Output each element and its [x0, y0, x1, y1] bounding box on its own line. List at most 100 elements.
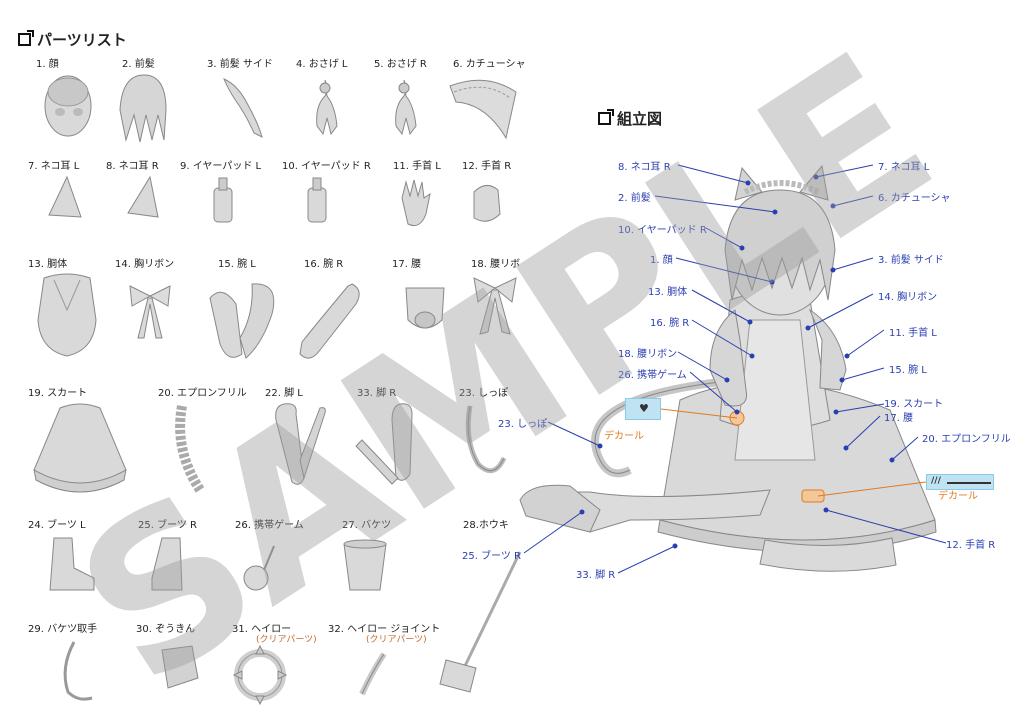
- part-bucket-image: [343, 539, 387, 591]
- part-face-image: [44, 75, 92, 137]
- callout-earpad-r: 10. イヤーパッド R: [618, 225, 707, 236]
- part-label-1: 1. 顔: [36, 59, 59, 70]
- callout-apron-frill: 20. エプロンフリル: [922, 434, 1011, 445]
- part-label-11: 11. 手首 L: [393, 161, 441, 172]
- part-label-24: 24. ブーツ L: [28, 520, 86, 531]
- part-apron-frill-image: [175, 405, 205, 493]
- part-cat-ear-l-image: [48, 175, 82, 218]
- part-leg-r-image: [355, 403, 413, 485]
- part-skirt-image: [33, 403, 127, 493]
- part-side-bangs-image: [223, 78, 263, 138]
- part-label-25: 25. ブーツ R: [138, 520, 198, 531]
- part-label-19: 19. スカート: [28, 388, 88, 399]
- callout-waist-ribbon: 18. 腰リボン: [618, 349, 678, 360]
- assembled-figure-image: [519, 164, 937, 572]
- part-label-28: 28.ホウキ: [463, 520, 509, 531]
- part-label-31: 31. ヘイロー: [232, 624, 292, 635]
- callout-arm-l: 15. 腕 L: [889, 365, 927, 376]
- part-halo-joint-image: [359, 652, 387, 696]
- callout-boot-r: 25. ブーツ R: [462, 551, 522, 562]
- callout-chest-ribbon: 14. 胸リボン: [878, 292, 938, 303]
- stripe-decal-icon: ///: [931, 476, 941, 486]
- callout-cat-ear-l: 7. ネコ耳 L: [878, 162, 930, 173]
- callout-skirt: 19. スカート: [884, 399, 944, 410]
- part-braid-r-image: [395, 79, 417, 136]
- part-wrist-r-image: [473, 185, 501, 222]
- checkbox-square-icon: [18, 30, 34, 46]
- part-label-5: 5. おさげ R: [374, 59, 427, 70]
- part-broom-image: [439, 551, 522, 693]
- part-label-26: 26. 携帯ゲーム: [235, 520, 304, 531]
- callout-leg-r: 33. 脚 R: [576, 570, 616, 581]
- callout-side-bangs: 3. 前髪 サイド: [878, 255, 944, 266]
- part-label-27: 27. バケツ: [342, 520, 392, 531]
- assembly-title: 組立図: [598, 108, 662, 129]
- part-label-29: 29. バケツ取手: [28, 624, 98, 635]
- part-wrist-l-image: [401, 179, 431, 227]
- part-earpad-r-image: [307, 177, 327, 223]
- part-waist-image: [405, 287, 445, 329]
- part-leg-l-image: [275, 403, 326, 485]
- part-headband-image: [449, 79, 517, 140]
- callout-wrist-l: 11. 手首 L: [889, 328, 937, 339]
- part-bucket-handle-image: [63, 641, 93, 701]
- part-label-18: 18. 腰リボ: [471, 259, 521, 270]
- callout-headband: 6. カチューシャ: [878, 193, 951, 204]
- callout-arm-r: 16. 腕 R: [650, 318, 690, 329]
- part-bangs-image: [119, 74, 167, 143]
- part-label-17: 17. 腰: [392, 259, 422, 270]
- part-arm-r-image: [299, 283, 360, 359]
- decal-game-box: ♥: [625, 398, 661, 420]
- part-label-8: 8. ネコ耳 R: [106, 161, 159, 172]
- part-label-13: 13. 胴体: [28, 259, 68, 270]
- part-arm-l-image: [209, 283, 275, 359]
- part-earpad-l-image: [213, 177, 233, 223]
- part-label-10: 10. イヤーパッド R: [282, 161, 371, 172]
- callout-handheld-game: 26. 携帯ゲーム: [618, 370, 687, 381]
- part-label-9: 9. イヤーパッド L: [180, 161, 262, 172]
- part-torso-image: [37, 273, 97, 357]
- callout-waist: 17. 腰: [884, 413, 914, 424]
- decal-label-game: デカール: [604, 431, 644, 442]
- clear-parts-note-32: (クリアパーツ): [366, 635, 427, 645]
- callout-face: 1. 顔: [650, 255, 673, 266]
- part-boot-r-image: [151, 537, 183, 591]
- part-label-2: 2. 前髪: [122, 59, 155, 70]
- part-label-22: 22. 脚 L: [265, 388, 303, 399]
- heart-icon: ♥: [639, 402, 649, 415]
- part-cat-ear-r-image: [127, 175, 159, 218]
- callout-wrist-r: 12. 手首 R: [946, 540, 996, 551]
- part-label-3: 3. 前髪 サイド: [207, 59, 273, 70]
- part-label-6: 6. カチューシャ: [453, 59, 526, 70]
- stripe-line-icon: [947, 482, 991, 484]
- part-label-4: 4. おさげ L: [296, 59, 348, 70]
- part-halo-image: [232, 644, 288, 706]
- callout-torso: 13. 胴体: [648, 287, 688, 298]
- part-chest-ribbon-image: [129, 285, 171, 339]
- part-label-23: 23. しっぽ: [459, 388, 509, 399]
- checkbox-square-icon: [598, 109, 614, 125]
- part-label-16: 16. 腕 R: [304, 259, 344, 270]
- part-label-33: 33. 脚 R: [357, 388, 397, 399]
- part-label-15: 15. 腕 L: [218, 259, 256, 270]
- part-rag-image: [161, 645, 199, 689]
- part-handheld-game-image: [243, 545, 275, 591]
- part-label-20: 20. エプロンフリル: [158, 388, 247, 399]
- callout-cat-ear-r: 8. ネコ耳 R: [618, 162, 671, 173]
- part-boot-l-image: [49, 537, 95, 591]
- part-tail-image: [465, 405, 507, 474]
- clear-parts-note-31: (クリアパーツ): [256, 635, 317, 645]
- part-label-14: 14. 胸リボン: [115, 259, 175, 270]
- part-waist-ribbon-image: [473, 277, 517, 335]
- decal-label-wrist: デカール: [938, 491, 978, 502]
- part-label-30: 30. ぞうきん: [136, 624, 196, 635]
- part-braid-l-image: [316, 79, 338, 136]
- callout-bangs: 2. 前髪: [618, 193, 651, 204]
- callout-tail: 23. しっぽ: [498, 419, 548, 430]
- part-label-32: 32. ヘイロー ジョイント: [328, 624, 441, 635]
- part-label-12: 12. 手首 R: [462, 161, 512, 172]
- part-label-7: 7. ネコ耳 L: [28, 161, 80, 172]
- parts-list-title: パーツリスト: [18, 29, 127, 50]
- decal-wrist-box: ///: [926, 474, 994, 490]
